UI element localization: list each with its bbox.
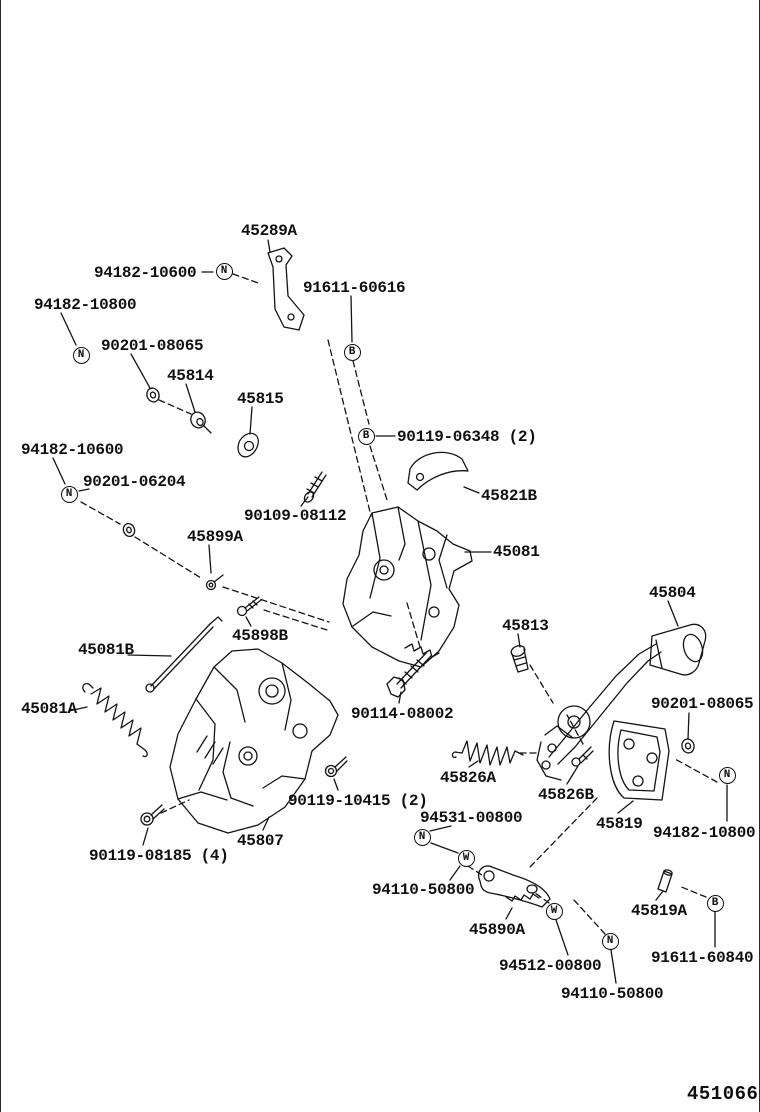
part-45826b-bolt (571, 746, 594, 767)
leader-lines (52, 239, 728, 984)
part-label-94110-50800-mid: 94110-50800 (372, 881, 475, 899)
part-label-45890a: 45890A (469, 921, 525, 939)
code-symbol-n: N (413, 828, 431, 846)
part-label-90109-08112: 90109-08112 (244, 507, 347, 525)
part-90201-06204-grommet (122, 522, 136, 538)
part-90201-08065-grommet-left (146, 387, 160, 403)
part-label-45807: 45807 (237, 832, 284, 850)
code-symbol-n: N (718, 766, 736, 784)
part-label-90201-06204: 90201-06204 (83, 473, 186, 491)
part-45898b-screw (236, 596, 262, 617)
part-label-45081: 45081 (493, 543, 540, 561)
part-label-45826b: 45826B (538, 786, 594, 804)
part-45899a-stud (205, 574, 224, 591)
part-label-94512-00800: 94512-00800 (499, 957, 602, 975)
part-label-45815: 45815 (237, 390, 284, 408)
part-45081b-rod (145, 616, 223, 693)
part-45081-bracket (342, 506, 473, 668)
part-label-45289a: 45289A (241, 222, 297, 240)
part-label-45819a: 45819A (631, 902, 687, 920)
part-label-91611-60840: 91611-60840 (651, 949, 754, 967)
part-label-94182-10800-right: 94182-10800 (653, 824, 756, 842)
part-label-45804: 45804 (649, 584, 696, 602)
part-label-94531-00800: 94531-00800 (420, 809, 523, 827)
part-45814-bushing (190, 411, 212, 434)
dashed-leader-lines (80, 273, 718, 935)
code-symbol-n: N (72, 346, 90, 364)
part-label-45821b: 45821B (481, 487, 537, 505)
part-label-90119-08185: 90119-08185 (4) (89, 847, 229, 865)
part-45815-cam (237, 432, 259, 458)
part-label-90119-06348: 90119-06348 (2) (397, 428, 537, 446)
part-label-94182-10600-top: 94182-10600 (94, 264, 197, 282)
code-symbol-n: N (60, 485, 78, 503)
part-label-45899a: 45899A (187, 528, 243, 546)
part-45289a-bracket (267, 247, 305, 331)
part-90114-08002-bolt (386, 651, 432, 698)
code-symbol-b: B (706, 894, 724, 912)
part-45826a-spring (451, 740, 524, 766)
code-symbol-n: N (215, 262, 233, 280)
part-90201-08065-grommet-right (681, 738, 695, 754)
part-label-45081a: 45081A (21, 700, 77, 718)
part-45819-plate (608, 720, 670, 801)
part-90119-10415-bolt (324, 756, 348, 778)
part-label-94182-10800-left: 94182-10800 (34, 296, 137, 314)
part-45807-bracket (169, 648, 339, 834)
part-90119-08185-bolt (140, 804, 165, 826)
part-label-90201-08065-left: 90201-08065 (101, 337, 204, 355)
part-label-90119-10415: 90119-10415 (2) (288, 792, 428, 810)
part-label-45814: 45814 (167, 367, 214, 385)
code-symbol-n: N (601, 932, 619, 950)
part-label-94110-50800-bottom: 94110-50800 (561, 985, 664, 1003)
part-label-45081b: 45081B (78, 641, 134, 659)
part-45813-bolt (510, 645, 529, 673)
part-label-91611-60616: 91611-60616 (303, 279, 406, 297)
part-45819a-pin (657, 869, 673, 893)
part-label-45813: 45813 (502, 617, 549, 635)
figure-number: 451066 (687, 1083, 759, 1105)
part-label-45819: 45819 (596, 815, 643, 833)
part-label-45826a: 45826A (440, 769, 496, 787)
part-label-90201-08065-right: 90201-08065 (651, 695, 754, 713)
part-label-90114-08002: 90114-08002 (351, 705, 454, 723)
code-symbol-w: W (545, 902, 563, 920)
part-45890a-lever (477, 865, 551, 908)
code-symbol-b: B (343, 343, 361, 361)
part-label-45898b: 45898B (232, 627, 288, 645)
code-symbol-w: W (457, 849, 475, 867)
part-45081a-spring (82, 682, 148, 758)
part-45804-tilt-lever (536, 623, 707, 781)
part-label-94182-10600-mid: 94182-10600 (21, 441, 124, 459)
part-45821b-bracket (407, 451, 469, 491)
part-90109-08112-bolt (303, 471, 327, 503)
code-symbol-b: B (357, 427, 375, 445)
